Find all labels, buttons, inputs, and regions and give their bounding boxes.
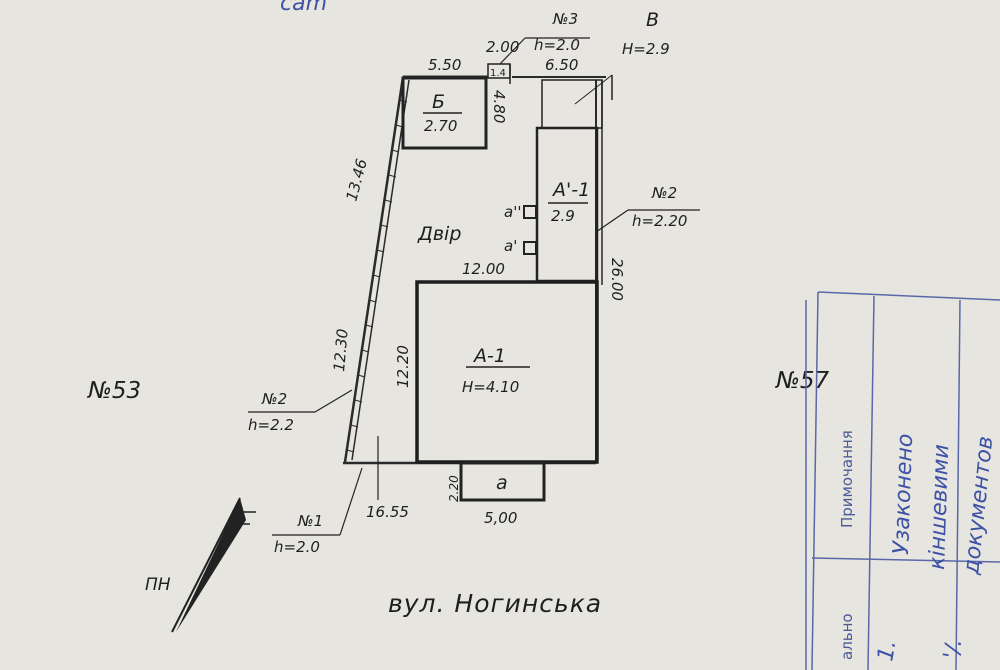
gate-dimension: 1.4 — [490, 68, 506, 79]
dim-left-upper: 13.46 — [342, 157, 371, 203]
dim-top-left: 5.50 — [428, 56, 461, 74]
stamp-column-1: Примочання — [838, 430, 856, 528]
fence-2-left-height: h=2.2 — [248, 416, 294, 434]
dim-inner-top: 12.00 — [462, 260, 505, 278]
porch-a-name: а — [496, 472, 508, 494]
dim-porch-width: 5,00 — [484, 509, 517, 527]
left-fence-hatching — [346, 99, 408, 453]
neighbor-right: №57 — [774, 368, 830, 394]
handwriting-line-2: кіншевими — [925, 444, 954, 570]
building-b-name: Б — [432, 91, 445, 113]
annex-a-double-prime-label: а'' — [504, 203, 521, 221]
dim-porch-height: 2.20 — [447, 475, 461, 502]
yard-label: Двір — [417, 223, 461, 245]
dim-b-side: 4.80 — [490, 90, 508, 123]
top-handwriting-fragment: саm — [280, 0, 327, 16]
building-v-name: В — [646, 9, 659, 31]
building-a-prime-name: А'-1 — [551, 179, 590, 201]
stamp-mark-2: '/. — [939, 637, 967, 661]
handwriting-line-3: документов — [959, 435, 998, 577]
building-v — [541, 79, 603, 129]
dim-top-mid: 2.00 — [486, 38, 519, 56]
street-name: вул. Ногинська — [388, 589, 602, 618]
building-a1-height: Н=4.10 — [462, 378, 519, 396]
handwriting-line-1: Узаконено — [889, 433, 918, 555]
dim-left-lower: 12.30 — [330, 328, 352, 372]
building-b — [401, 76, 488, 150]
building-a1-name: А-1 — [472, 345, 506, 367]
fence-3-height: h=2.0 — [534, 36, 580, 54]
fence-2-left-label: №2 — [261, 390, 287, 408]
neighbor-left: №53 — [86, 378, 141, 404]
dim-bottom: 16.55 — [366, 503, 409, 521]
dim-inner-left: 12.20 — [394, 345, 412, 388]
fence-3-label: №3 — [552, 10, 578, 28]
stamp-mark-1: 1. — [873, 638, 901, 663]
north-label: ПН — [145, 575, 171, 595]
annex-a-prime-label: а' — [504, 237, 517, 255]
fence-2-right-height: h=2.20 — [632, 212, 687, 230]
building-a-1 — [415, 280, 599, 464]
dim-right: 26.00 — [608, 258, 626, 301]
annex-a-double-prime — [523, 205, 537, 219]
stamp-column-2: ально — [838, 613, 856, 660]
registry-stamp — [805, 291, 1000, 670]
fence-1-label: №1 — [297, 512, 323, 530]
building-a-prime-1 — [535, 126, 599, 283]
building-v-height: Н=2.9 — [622, 40, 670, 58]
building-b-height: 2.70 — [424, 117, 457, 135]
fence-1-height: h=2.0 — [274, 538, 320, 556]
porch-a — [459, 461, 546, 502]
annex-a-prime — [523, 241, 537, 255]
fence-leaders — [248, 37, 700, 536]
building-a-prime-height: 2.9 — [551, 207, 575, 225]
north-arrow — [171, 497, 256, 633]
fence-2-right-label: №2 — [651, 184, 677, 202]
dim-top-right: 6.50 — [545, 56, 578, 74]
